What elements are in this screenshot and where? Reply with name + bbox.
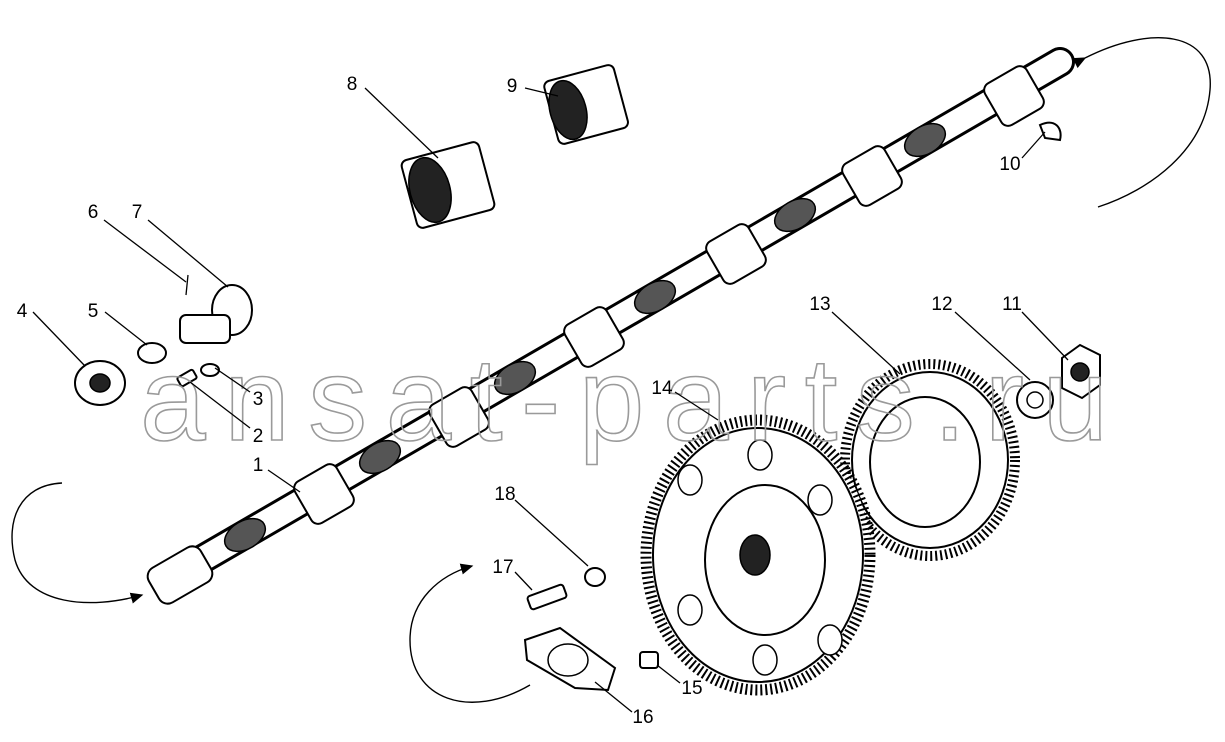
- plate-16: [523, 626, 617, 692]
- nut-11: [1061, 343, 1101, 400]
- callout-13: 13: [809, 294, 830, 315]
- gear-13: [840, 359, 1020, 561]
- bearing-4: [74, 360, 126, 406]
- callout-15: 15: [681, 678, 702, 699]
- part-5: [137, 342, 167, 364]
- direction-arrow-bottom: [409, 563, 531, 703]
- bushing-9: [543, 64, 629, 145]
- lock-washer-12: [1016, 381, 1054, 419]
- callout-9: 9: [507, 76, 518, 97]
- camshaft: [146, 47, 1075, 605]
- bushing-8: [400, 141, 496, 229]
- watermark: ansat-parts.ru: [140, 334, 1110, 466]
- pin-6: [185, 274, 189, 296]
- callout-11: 11: [1002, 294, 1022, 315]
- flange-7: [179, 284, 253, 344]
- callout-14: 14: [651, 378, 673, 399]
- callout-labels: 1 2 3 4 5 6 7 8 9 10 11 12 13 14 15 16 1…: [17, 74, 1022, 728]
- bolt-2: [176, 368, 198, 388]
- direction-arrow-right: [1072, 37, 1211, 208]
- callout-18: 18: [494, 484, 515, 505]
- direction-arrow-left: [11, 482, 144, 604]
- bolt-17: [526, 583, 568, 611]
- callout-10: 10: [999, 154, 1020, 175]
- callout-1: 1: [253, 455, 264, 476]
- key-10: [1038, 121, 1062, 142]
- callout-2: 2: [253, 426, 264, 447]
- callout-3: 3: [253, 389, 264, 410]
- callout-16: 16: [632, 707, 653, 728]
- callout-6: 6: [88, 202, 99, 223]
- callout-12: 12: [931, 294, 952, 315]
- callout-4: 4: [17, 301, 28, 322]
- callout-5: 5: [88, 301, 99, 322]
- plug-15: [639, 651, 659, 669]
- callout-7: 7: [132, 202, 143, 223]
- leader-lines: [32, 87, 1069, 713]
- gear-14: [640, 414, 876, 696]
- callout-8: 8: [347, 74, 358, 95]
- washer-18: [584, 567, 606, 587]
- callout-17: 17: [492, 557, 513, 578]
